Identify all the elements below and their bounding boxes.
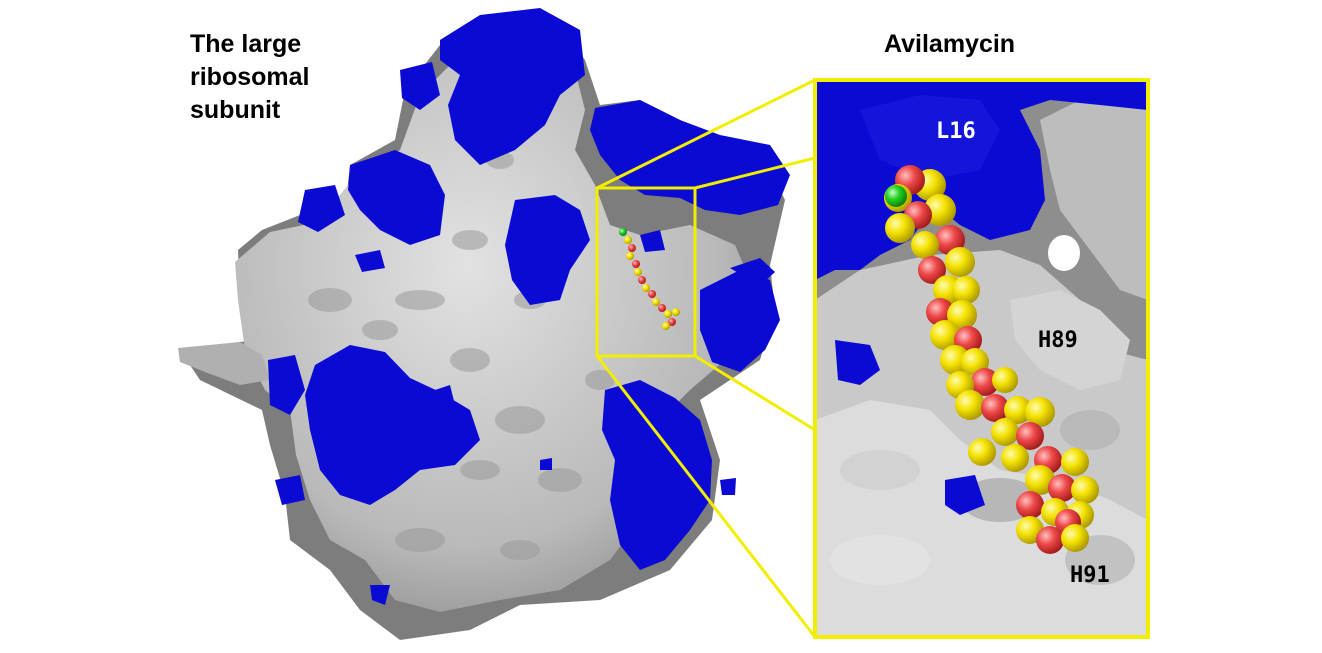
zoom-title: Avilamycin (884, 30, 1016, 58)
selection-box (595, 186, 697, 358)
protein-patches (268, 8, 790, 605)
ligand-spheres-icon (884, 165, 1099, 554)
rna-left-stalk (178, 342, 270, 385)
zoom-panel (815, 80, 1148, 637)
label-h89: H89 (1038, 328, 1078, 353)
label-h91: H91 (1070, 563, 1110, 588)
label-l16: L16 (936, 119, 976, 144)
zoom-connector-lines (595, 78, 817, 638)
ligand-overview (619, 228, 680, 330)
zoom-frame (813, 78, 1150, 639)
structure-title: The large ribosomal subunit (190, 30, 310, 124)
